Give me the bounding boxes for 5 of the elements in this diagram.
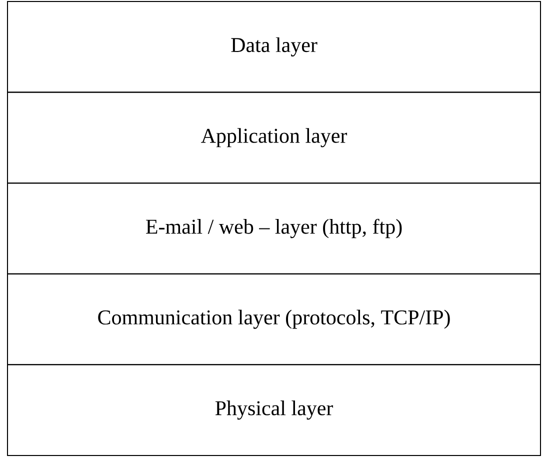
layer-box: Data layer (7, 1, 541, 93)
layer-box: Application layer (7, 92, 541, 184)
layer-box: E-mail / web – layer (http, ftp) (7, 182, 541, 274)
layer-box: Physical layer (7, 364, 541, 456)
layer-box: Communication layer (protocols, TCP/IP) (7, 273, 541, 366)
